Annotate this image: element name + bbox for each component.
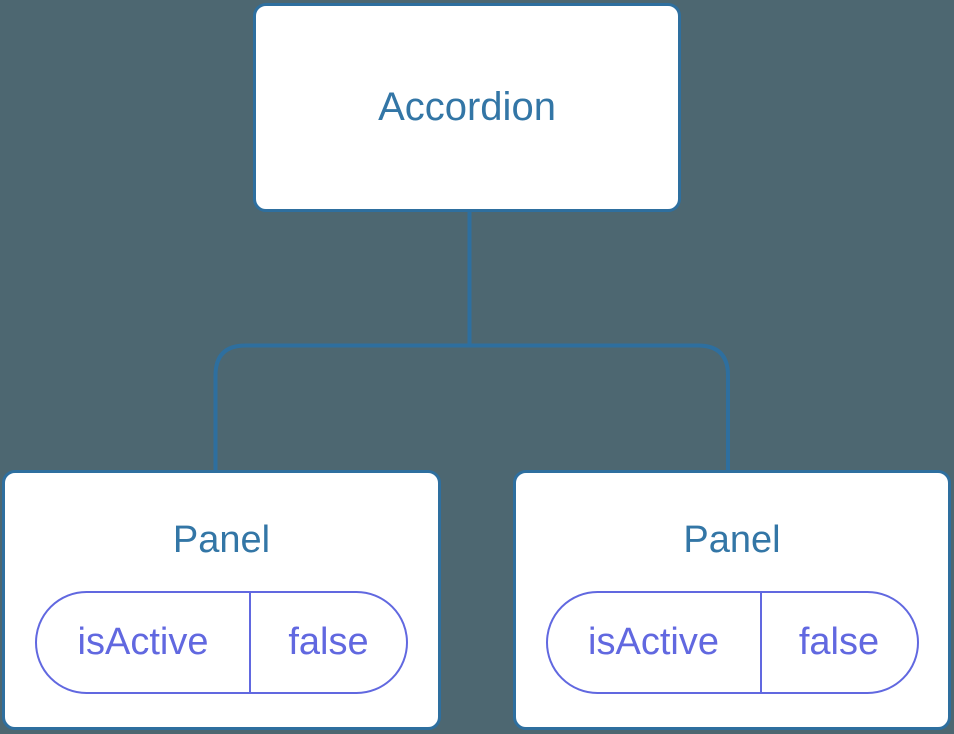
panel-node-label: Panel — [172, 519, 271, 561]
root-node-label: Accordion — [378, 85, 556, 129]
state-key-label: isActive — [37, 593, 252, 692]
state-value-label: false — [798, 621, 880, 663]
root-node-accordion: Accordion — [253, 3, 681, 212]
state-pill: isActive false — [545, 591, 919, 694]
child-node-panel-1: Panel isActive false — [2, 470, 441, 730]
panel-node-label: Panel — [683, 519, 781, 561]
child-node-panel-2: Panel isActive false — [513, 470, 951, 730]
branch-bracket-line — [213, 343, 730, 471]
state-pill: isActive false — [35, 591, 408, 694]
state-value-label: false — [288, 621, 369, 663]
state-key-label: isActive — [548, 593, 762, 692]
